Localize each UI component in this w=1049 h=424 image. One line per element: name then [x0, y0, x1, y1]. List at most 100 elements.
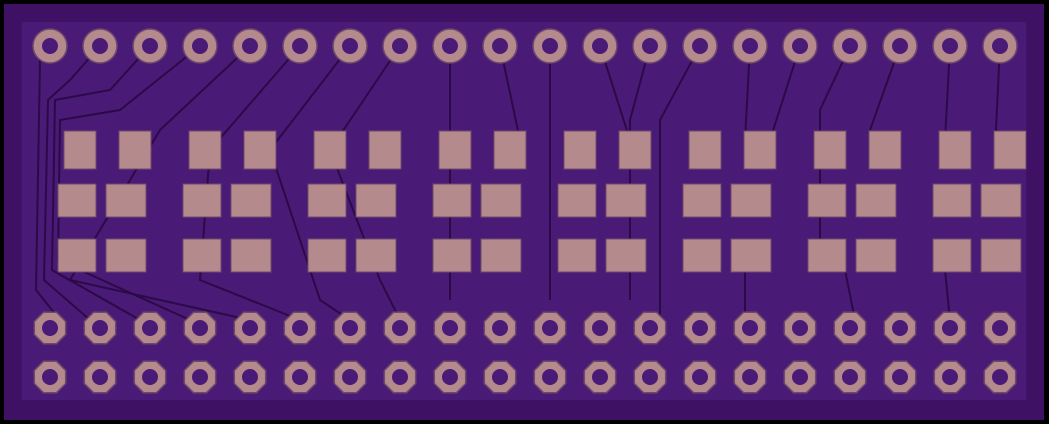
drill-hole: [792, 38, 808, 54]
drill-hole: [42, 320, 58, 336]
drill-hole: [642, 38, 658, 54]
smd-pad: [480, 183, 522, 218]
drill-hole: [42, 369, 58, 385]
smd-pad: [307, 238, 347, 273]
smd-pad: [57, 238, 97, 273]
drill-hole: [92, 369, 108, 385]
drill-hole: [92, 320, 108, 336]
trace: [268, 45, 351, 321]
smd-pad: [807, 238, 847, 273]
drill-hole: [992, 320, 1008, 336]
smd-pad: [438, 130, 472, 170]
drill-hole: [542, 369, 558, 385]
drill-hole: [242, 38, 258, 54]
drill-hole: [792, 320, 808, 336]
drill-hole: [892, 38, 908, 54]
drill-hole: [192, 38, 208, 54]
trace: [56, 45, 201, 321]
drill-hole: [392, 369, 408, 385]
trace: [42, 45, 101, 321]
drill-hole: [692, 38, 708, 54]
smd-pad: [932, 238, 972, 273]
smd-pad: [557, 238, 597, 273]
drill-hole: [292, 369, 308, 385]
trace: [50, 45, 151, 321]
smd-pad: [688, 130, 722, 170]
drill-hole: [442, 320, 458, 336]
smd-pad: [855, 183, 897, 218]
smd-pad: [243, 130, 277, 170]
drill-hole: [592, 369, 608, 385]
smd-pad: [807, 183, 847, 218]
smd-pad: [682, 238, 722, 273]
drill-hole: [292, 38, 308, 54]
smd-pad: [938, 130, 972, 170]
smd-pad: [682, 183, 722, 218]
drill-hole: [392, 320, 408, 336]
smd-pad: [118, 130, 152, 170]
smd-pad: [57, 183, 97, 218]
drill-hole: [242, 369, 258, 385]
drill-hole: [342, 38, 358, 54]
drill-hole: [342, 369, 358, 385]
smd-pad: [493, 130, 527, 170]
drill-hole: [942, 369, 958, 385]
smd-pad: [368, 130, 402, 170]
drill-hole: [492, 369, 508, 385]
drill-hole: [492, 38, 508, 54]
drill-hole: [392, 38, 408, 54]
smd-pad: [355, 183, 397, 218]
drill-hole: [742, 38, 758, 54]
pad-layer: [32, 28, 1027, 394]
smd-pad: [182, 183, 222, 218]
smd-pad: [230, 183, 272, 218]
drill-hole: [842, 369, 858, 385]
drill-hole: [442, 38, 458, 54]
smd-pad: [605, 183, 647, 218]
smd-pad: [432, 183, 472, 218]
drill-hole: [642, 369, 658, 385]
drill-hole: [892, 320, 908, 336]
drill-hole: [842, 38, 858, 54]
drill-hole: [792, 369, 808, 385]
smd-pad: [980, 238, 1022, 273]
smd-pad: [230, 238, 272, 273]
drill-hole: [192, 320, 208, 336]
smd-pad: [743, 130, 777, 170]
drill-hole: [642, 320, 658, 336]
smd-pad: [932, 183, 972, 218]
smd-pad: [618, 130, 652, 170]
smd-pad: [105, 183, 147, 218]
drill-hole: [892, 369, 908, 385]
smd-pad: [307, 183, 347, 218]
drill-hole: [492, 320, 508, 336]
drill-hole: [92, 38, 108, 54]
drill-hole: [692, 369, 708, 385]
drill-hole: [992, 38, 1008, 54]
smd-pad: [563, 130, 597, 170]
smd-pad: [730, 183, 772, 218]
smd-pad: [855, 238, 897, 273]
drill-hole: [942, 38, 958, 54]
drill-hole: [192, 369, 208, 385]
drill-hole: [142, 38, 158, 54]
smd-pad: [432, 238, 472, 273]
drill-hole: [742, 369, 758, 385]
drill-hole: [442, 369, 458, 385]
smd-pad: [105, 238, 147, 273]
smd-pad: [557, 183, 597, 218]
drill-hole: [242, 320, 258, 336]
drill-hole: [992, 369, 1008, 385]
smd-pad: [868, 130, 902, 170]
smd-pad: [993, 130, 1027, 170]
drill-hole: [692, 320, 708, 336]
smd-pad: [313, 130, 347, 170]
drill-hole: [942, 320, 958, 336]
smd-pad: [182, 238, 222, 273]
trace: [659, 45, 701, 320]
smd-pad: [355, 238, 397, 273]
smd-pad: [605, 238, 647, 273]
drill-hole: [592, 320, 608, 336]
drill-hole: [592, 38, 608, 54]
